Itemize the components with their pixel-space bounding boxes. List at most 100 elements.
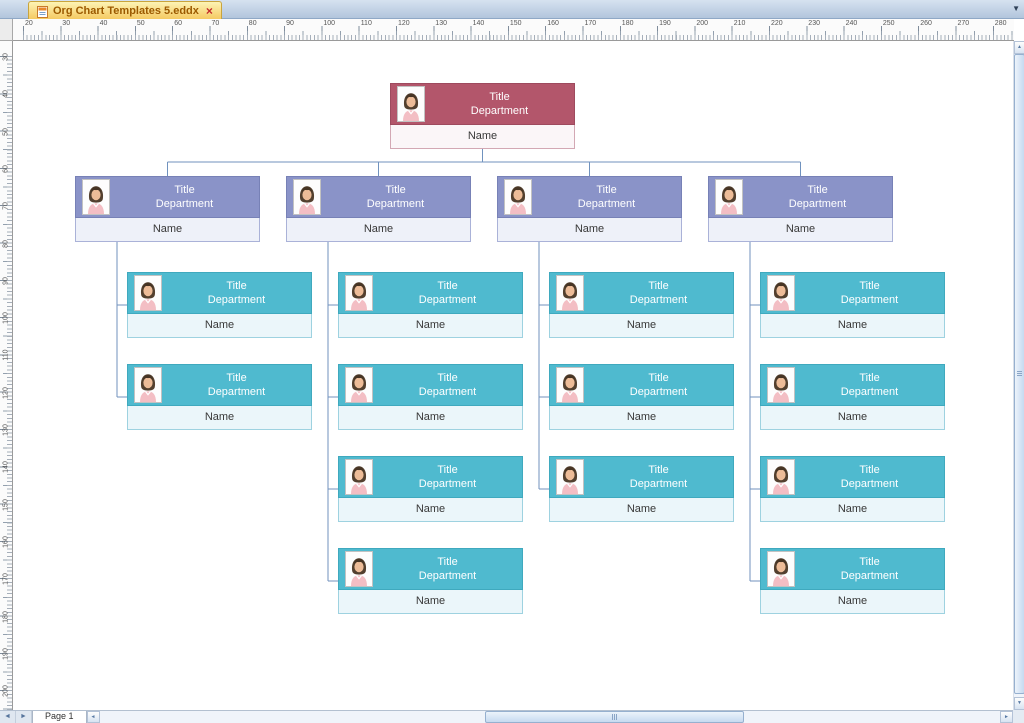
node-title: Title [596,184,617,196]
scroll-down-icon[interactable]: ▼ [1014,697,1024,710]
h-ruler-number: 80 [248,20,257,27]
close-tab-icon[interactable]: × [205,3,213,18]
horizontal-scroll-thumb[interactable] [484,711,745,723]
node-department: Department [418,478,477,490]
node-title: Title [437,556,458,568]
h-ruler-number: 280 [994,20,1007,27]
node-name: Name [127,406,312,430]
node-department: Department [840,570,899,582]
scroll-up-icon[interactable]: ▲ [1014,41,1024,54]
node-department: Department [418,386,477,398]
node-name: Name [549,498,734,522]
node-title: Title [385,184,406,196]
h-ruler-number: 170 [584,20,597,27]
vertical-scrollbar[interactable]: ▲ ▼ [1013,41,1024,710]
node-department: Department [418,570,477,582]
node-department: Department [788,198,847,210]
node-title: Title [859,464,880,476]
scroll-left-icon[interactable]: ◄ [86,711,100,723]
h-ruler-number: 270 [957,20,970,27]
scroll-right-icon[interactable]: ► [1000,711,1013,723]
tab-list-dropdown-icon[interactable]: ▼ [1012,4,1020,13]
h-ruler-number: 150 [509,20,522,27]
node-department: Department [207,294,266,306]
h-ruler-number: 110 [360,20,372,27]
person-photo-icon [556,459,584,495]
person-photo-icon [767,459,795,495]
v-ruler-number: 30 [2,53,10,61]
h-ruler-number: 190 [659,20,671,27]
h-ruler-number: 20 [25,20,33,27]
h-ruler-number: 40 [99,20,108,27]
node-department: Department [840,386,899,398]
node-title: Title [226,280,247,292]
page-tab[interactable]: Page 1 [32,711,87,723]
v-ruler-number: 160 [2,536,10,548]
h-ruler-number: 30 [62,20,71,27]
h-ruler-number: 100 [323,20,336,27]
person-photo-icon [345,459,373,495]
node-name: Name [338,314,523,338]
node-department: Department [629,294,688,306]
person-photo-icon [767,551,795,587]
node-title: Title [226,372,247,384]
node-title: Title [648,464,669,476]
node-name: Name [390,125,575,149]
node-name: Name [338,590,523,614]
vertical-scroll-thumb[interactable] [1014,54,1024,694]
page-nav-next-icon[interactable]: ► [16,711,32,723]
h-ruler-number: 60 [174,20,182,27]
node-department: Department [629,386,688,398]
scrollbar-corner [1013,710,1024,723]
page-nav-prev-icon[interactable]: ◄ [0,711,16,723]
node-name: Name [286,218,471,242]
v-ruler-number: 90 [2,276,10,285]
v-ruler-number: 190 [2,647,10,660]
horizontal-scrollbar[interactable]: ◄ ► [86,711,1013,723]
v-ruler-number: 60 [2,165,10,173]
node-name: Name [760,314,945,338]
person-photo-icon [504,179,532,215]
v-ruler-number: 180 [2,610,10,623]
document-tab[interactable]: Org Chart Templates 5.eddx × [28,1,222,19]
